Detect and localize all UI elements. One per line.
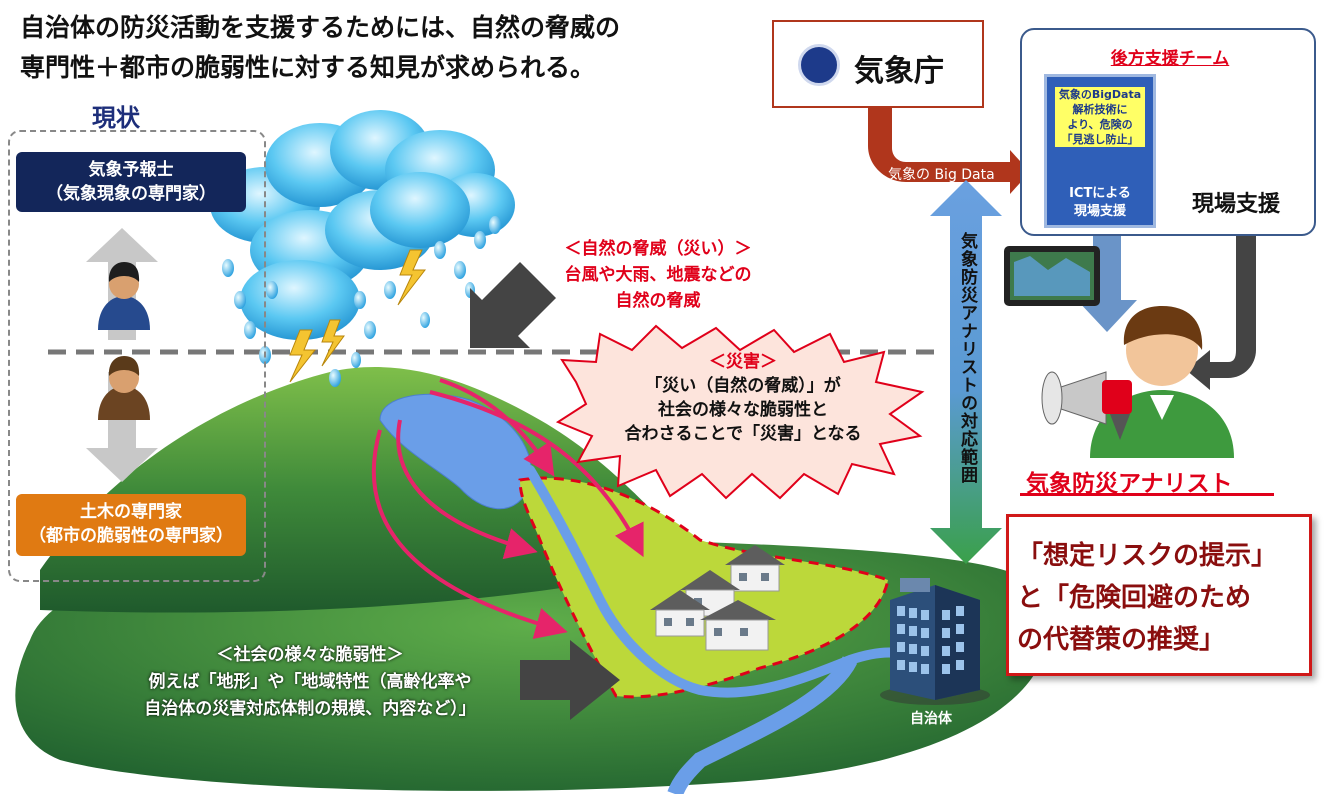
analyst-title: 気象防災アナリスト <box>1026 471 1233 497</box>
result-line-1: 「想定リスクの提示」 <box>1017 541 1278 571</box>
support-screen: 気象のBigData 解析技術に より、危険の 「見逃し防止」 ICTによる 現… <box>1044 74 1156 228</box>
megaphone-icon <box>1041 371 1132 440</box>
analyst-title-underline <box>1020 493 1274 496</box>
jma-logo-icon <box>798 44 840 86</box>
support-team-title: 後方支援チーム <box>1110 49 1230 69</box>
headline-line-1: 自治体の防災活動を支援するためには、自然の脅威の <box>20 13 621 42</box>
support-team-box: 後方支援チーム 気象のBigData 解析技術に より、危険の 「見逃し防止」 … <box>1020 28 1316 236</box>
river <box>525 465 925 794</box>
flood-flow-arrows <box>371 378 644 639</box>
storm-cloud <box>210 110 515 340</box>
screen-line-6: 現場支援 <box>1073 204 1126 219</box>
forecaster-title: 気象予報士 <box>88 160 174 180</box>
jma-name: 気象庁 <box>854 54 944 89</box>
headline: 自治体の防災活動を支援するためには、自然の脅威の 専門性＋都市の脆弱性に対する知… <box>20 8 620 88</box>
vulnerability-label: ＜社会の様々な脆弱性＞ 例えば「地形」や「地域特性（高齢化率や 自治体の災害対応… <box>80 642 540 723</box>
screen-line-2: 解析技術に <box>1072 103 1128 116</box>
natural-threat-line-1: ＜自然の脅威（災い）＞ <box>564 239 752 259</box>
municipality-label: 自治体 <box>910 711 952 727</box>
houses <box>650 545 785 651</box>
analyst-result-box: 「想定リスクの提示」 と「危険回避のため の代替策の推奨」 <box>1006 514 1312 676</box>
natural-threat-line-3: 自然の脅威 <box>615 291 701 311</box>
headline-line-2: 専門性＋都市の脆弱性に対する知見が求められる。 <box>20 53 596 82</box>
screen-line-1: 気象のBigData <box>1058 88 1142 101</box>
vulnerability-line-1: ＜社会の様々な脆弱性＞ <box>216 645 404 665</box>
natural-threat-line-2: 台風や大雨、地震などの <box>564 265 752 285</box>
vulnerability-line-2: 例えば「地形」や「地域特性（高齢化率や <box>148 672 472 692</box>
vulnerability-arrow <box>520 640 620 720</box>
municipality-building-icon <box>880 578 990 705</box>
tablet-icon <box>1004 246 1100 306</box>
screen-line-5: ICTによる <box>1069 186 1131 201</box>
civil-engineer-box: 土木の専門家 （都市の脆弱性の専門家） <box>16 494 246 556</box>
analyst-scope-arrow <box>930 180 1002 564</box>
lightning-icon <box>289 249 427 383</box>
field-support-label: 現場支援 <box>1192 192 1281 217</box>
civil-engineer-subtitle: （都市の脆弱性の専門家） <box>29 526 233 546</box>
analyst-result-text: 「想定リスクの提示」 と「危険回避のため の代替策の推奨」 <box>1017 535 1277 661</box>
natural-threat-label: ＜自然の脅威（災い）＞ 台風や大雨、地震などの 自然の脅威 <box>520 236 796 314</box>
civil-engineer-title: 土木の専門家 <box>80 502 182 522</box>
disaster-text: ＜災害＞ 「災い（自然の脅威）」が 社会の様々な脆弱性と 合わさることで「災害」… <box>578 350 908 446</box>
civil-engineer-person-icon <box>98 356 150 420</box>
disaster-line-3: 社会の様々な脆弱性と <box>658 400 828 420</box>
disaster-line-2: 「災い（自然の脅威）」が <box>645 376 841 396</box>
disaster-burst <box>556 324 925 500</box>
screen-line-3: より、危険の <box>1067 118 1133 131</box>
jma-box: 気象庁 <box>772 20 984 108</box>
support-arrow-dark <box>1186 228 1256 390</box>
vulnerability-line-3: 自治体の災害対応体制の規模、内容など）」 <box>144 699 476 719</box>
current-state-frame <box>8 130 266 582</box>
threat-arrow <box>470 262 558 348</box>
result-line-2: と「危険回避のため <box>1017 583 1252 613</box>
result-line-3: の代替策の推奨」 <box>1017 625 1226 655</box>
big-data-arrow <box>868 98 1030 194</box>
disaster-line-4: 合わさることで「災害」となる <box>624 424 862 444</box>
support-screen-highlight: 気象のBigData 解析技術に より、危険の 「見逃し防止」 <box>1055 87 1145 147</box>
forecaster-person-icon <box>98 262 150 330</box>
forecaster-box: 気象予報士 （気象現象の専門家） <box>16 152 246 212</box>
screen-caption: ICTによる 現場支援 <box>1047 185 1153 221</box>
raindrops <box>222 216 501 387</box>
analyst-scope-label: 気象防災アナリストの対応範囲 <box>957 232 977 484</box>
current-state-label: 現状 <box>92 104 140 132</box>
screen-line-4: 「見逃し防止」 <box>1061 133 1139 146</box>
forecaster-subtitle: （気象現象の専門家） <box>46 184 216 204</box>
big-data-label: 気象の Big Data <box>888 167 995 183</box>
disaster-line-1: ＜災害＞ <box>709 352 777 372</box>
